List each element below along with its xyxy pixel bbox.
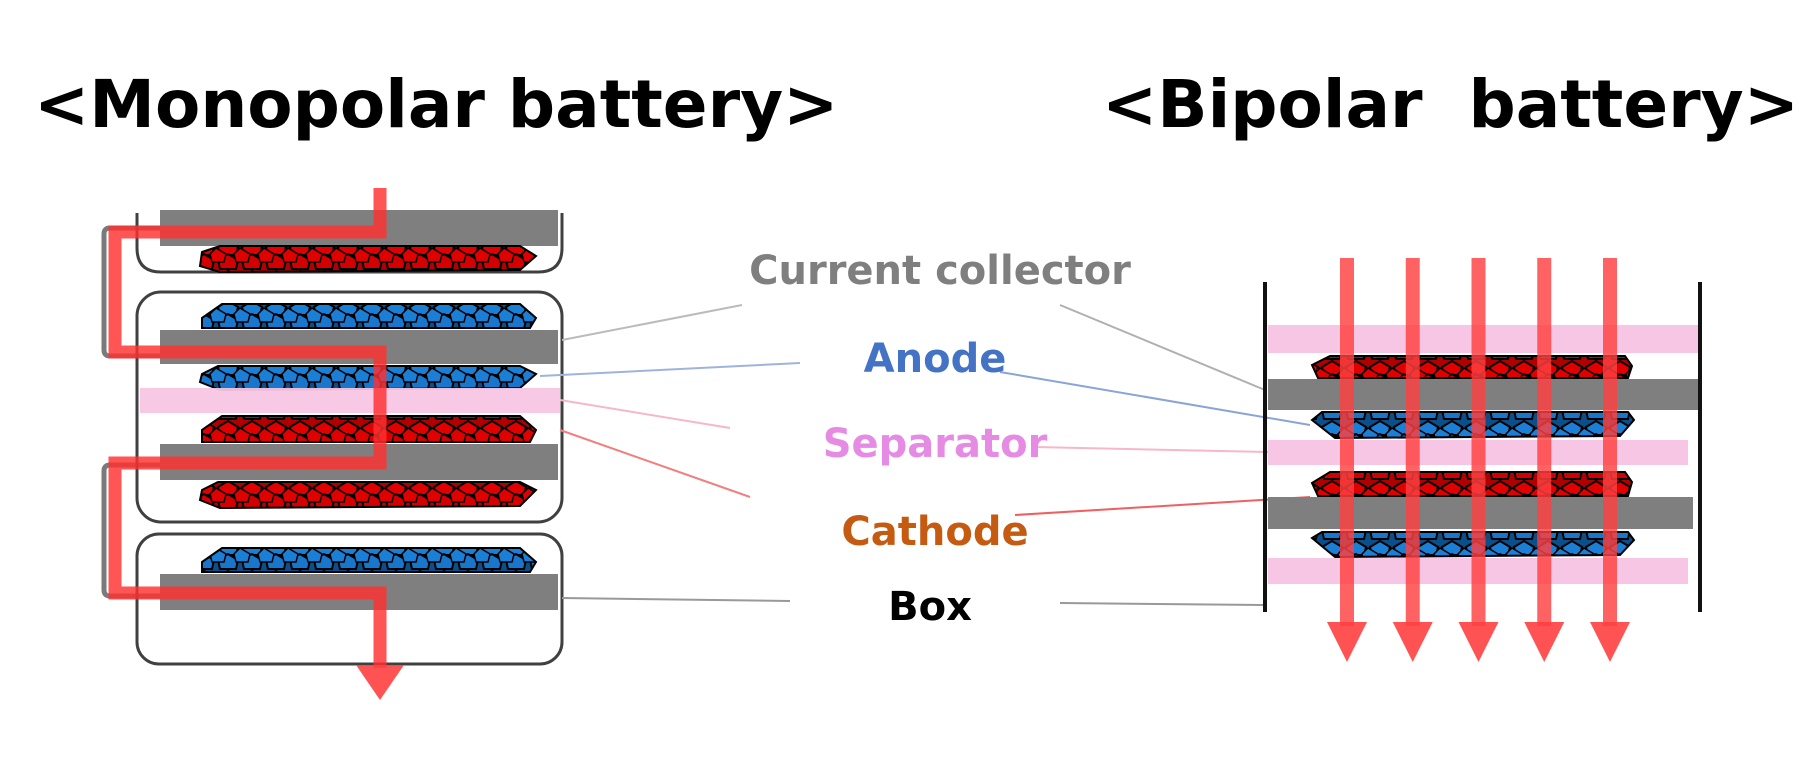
bipolar-battery — [1263, 258, 1702, 662]
external-connector-upper — [101, 225, 160, 359]
leader-line-anode-left — [539, 362, 801, 377]
anode-layer — [198, 365, 538, 392]
leader-line-current-collector-right — [1059, 304, 1266, 391]
label-anode: Anode — [864, 336, 1007, 382]
monopolar-title: <Monopolar battery> — [34, 66, 839, 143]
current-arrow-shaft — [1471, 258, 1486, 626]
current-arrow-shaft — [1405, 258, 1420, 626]
bipolar-title: <Bipolar battery> — [1102, 66, 1799, 143]
cathode-layer — [198, 245, 538, 274]
current-flow-path — [108, 188, 387, 668]
current-arrow-head — [1392, 622, 1433, 662]
separator-band — [140, 388, 560, 413]
leader-line-box-right — [1059, 602, 1264, 606]
current-arrow-head — [1327, 622, 1367, 662]
leader-line-cathode-right — [1014, 496, 1311, 516]
leader-line-anode-right — [999, 371, 1311, 426]
current-arrow-shaft — [1603, 258, 1617, 626]
leader-line-separator-right — [1034, 446, 1269, 453]
current-arrow-shaft — [1340, 258, 1354, 626]
leader-line-box-left — [561, 597, 791, 602]
leader-line-cathode-left — [559, 429, 751, 498]
leader-line-separator-left — [559, 399, 731, 429]
current-arrow-head — [1458, 622, 1499, 662]
current-arrow-shaft — [1537, 258, 1552, 626]
anode-layer — [201, 303, 538, 329]
legend-labels: Current collector Anode Separator Cathod… — [539, 248, 1311, 630]
monopolar-battery — [101, 188, 564, 700]
label-box: Box — [888, 584, 972, 630]
label-current-collector: Current collector — [749, 248, 1131, 294]
leader-line-current-collector-left — [561, 304, 743, 341]
current-flow-arrowhead — [356, 665, 404, 700]
external-connector-lower — [101, 462, 160, 599]
current-arrow-head — [1524, 622, 1565, 662]
anode-layer — [201, 547, 538, 573]
cathode-layer — [198, 481, 538, 510]
cathode-layer — [201, 415, 538, 443]
label-separator: Separator — [823, 421, 1048, 467]
current-arrow-head — [1590, 622, 1630, 662]
label-cathode: Cathode — [841, 509, 1028, 555]
cell-box-2 — [135, 290, 564, 524]
current-flow-arrows — [1327, 258, 1630, 662]
